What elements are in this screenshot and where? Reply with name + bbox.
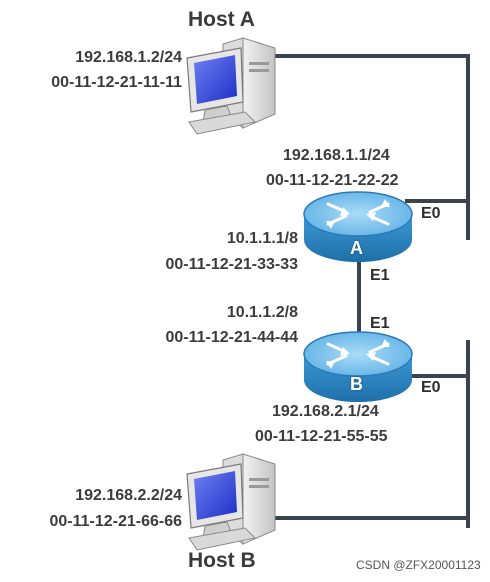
router-b-e0-port: E0 bbox=[421, 379, 441, 396]
host-b-mac: 00-11-12-21-66-66 bbox=[49, 513, 182, 530]
router-b-e0-mac: 00-11-12-21-55-55 bbox=[255, 428, 388, 445]
router-a-e0-ip: 192.168.1.1/24 bbox=[283, 147, 390, 164]
host-b-ip: 192.168.2.2/24 bbox=[75, 487, 182, 504]
host-a-mac: 00-11-12-21-11-11 bbox=[51, 74, 182, 91]
router-b-e1-mac: 00-11-12-21-44-44 bbox=[165, 329, 298, 346]
router-a-e0-mac: 00-11-12-21-22-22 bbox=[266, 172, 399, 189]
router-a-e1-port: E1 bbox=[370, 267, 390, 284]
router-a-label: A bbox=[350, 238, 363, 258]
host-a-computer-icon bbox=[186, 37, 276, 135]
host-a-ip: 192.168.1.2/24 bbox=[75, 49, 182, 66]
host-a-title: Host A bbox=[188, 8, 255, 31]
router-a-e1-ip: 10.1.1.1/8 bbox=[226, 230, 298, 247]
router-b-e0-ip: 192.168.2.1/24 bbox=[272, 403, 379, 420]
lan2-links bbox=[270, 340, 470, 528]
router-b-e1-ip: 10.1.1.2/8 bbox=[226, 304, 298, 321]
router-b-e1-port: E1 bbox=[370, 315, 390, 332]
router-b-label: B bbox=[350, 374, 363, 394]
host-b-computer-icon bbox=[186, 453, 276, 551]
router-a-e1-mac: 00-11-12-21-33-33 bbox=[165, 256, 298, 273]
router-b-icon bbox=[303, 331, 413, 402]
router-a-e0-port: E0 bbox=[421, 205, 441, 222]
watermark: CSDN @ZFX20001123 bbox=[356, 558, 481, 572]
router-a-icon bbox=[303, 191, 413, 262]
lan1-links bbox=[270, 54, 470, 240]
host-b-title: Host B bbox=[188, 549, 256, 572]
